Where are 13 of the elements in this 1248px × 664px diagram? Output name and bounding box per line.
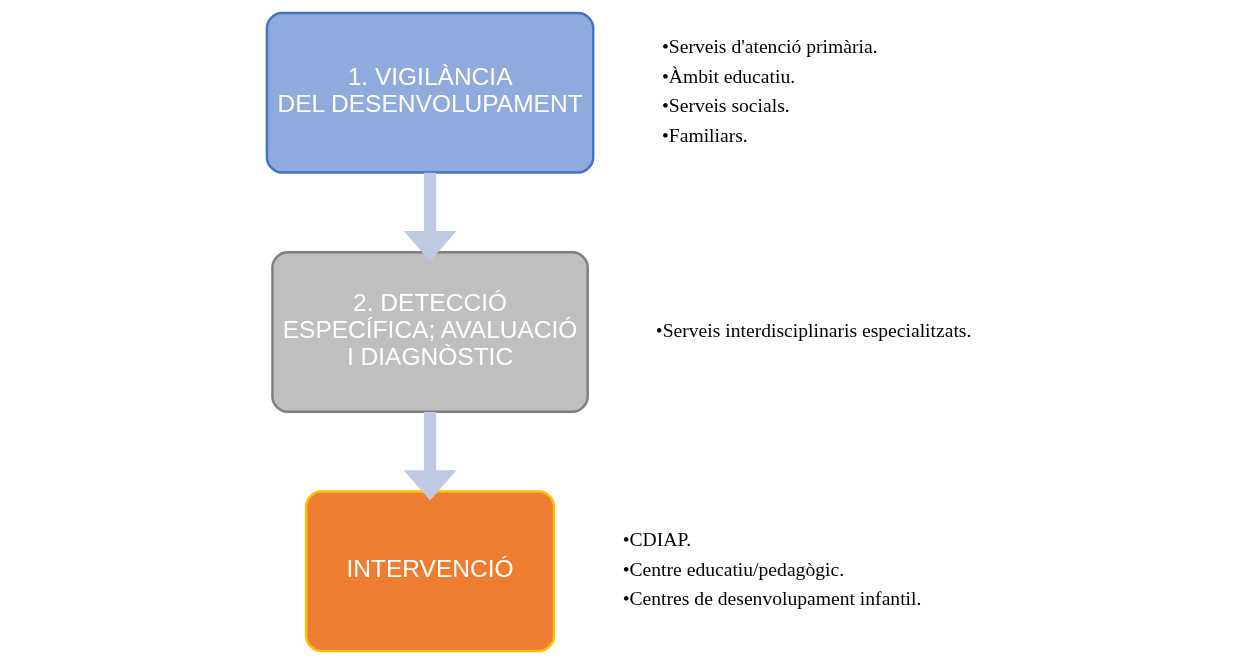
node-label: •Centres de desenvolupament infantil.	[622, 588, 921, 610]
node-box: INTERVENCIÓ	[304, 490, 555, 653]
node-label: •Serveis d'atenció primària.	[661, 36, 878, 58]
node-box: 1. VIGILÀNCIA DEL DESENVOLUPAMENT	[265, 11, 594, 174]
node-label: •CDIAP.	[622, 529, 691, 551]
node-label: •Àmbit educatiu.	[661, 65, 795, 87]
arrow	[403, 172, 456, 262]
node-box: 2. DETECCIÓ ESPECÍFICA; AVALUACIÓ I DIAGNÒSTIC	[270, 251, 589, 413]
node-label: •Serveis interdisciplinaris especialitzats.	[655, 319, 971, 341]
node-label: •Serveis socials.	[661, 95, 790, 117]
node-label: •Familiars.	[661, 124, 748, 146]
arrow	[403, 412, 456, 501]
node-label: •Centre educatiu/pedagògic.	[622, 558, 844, 580]
